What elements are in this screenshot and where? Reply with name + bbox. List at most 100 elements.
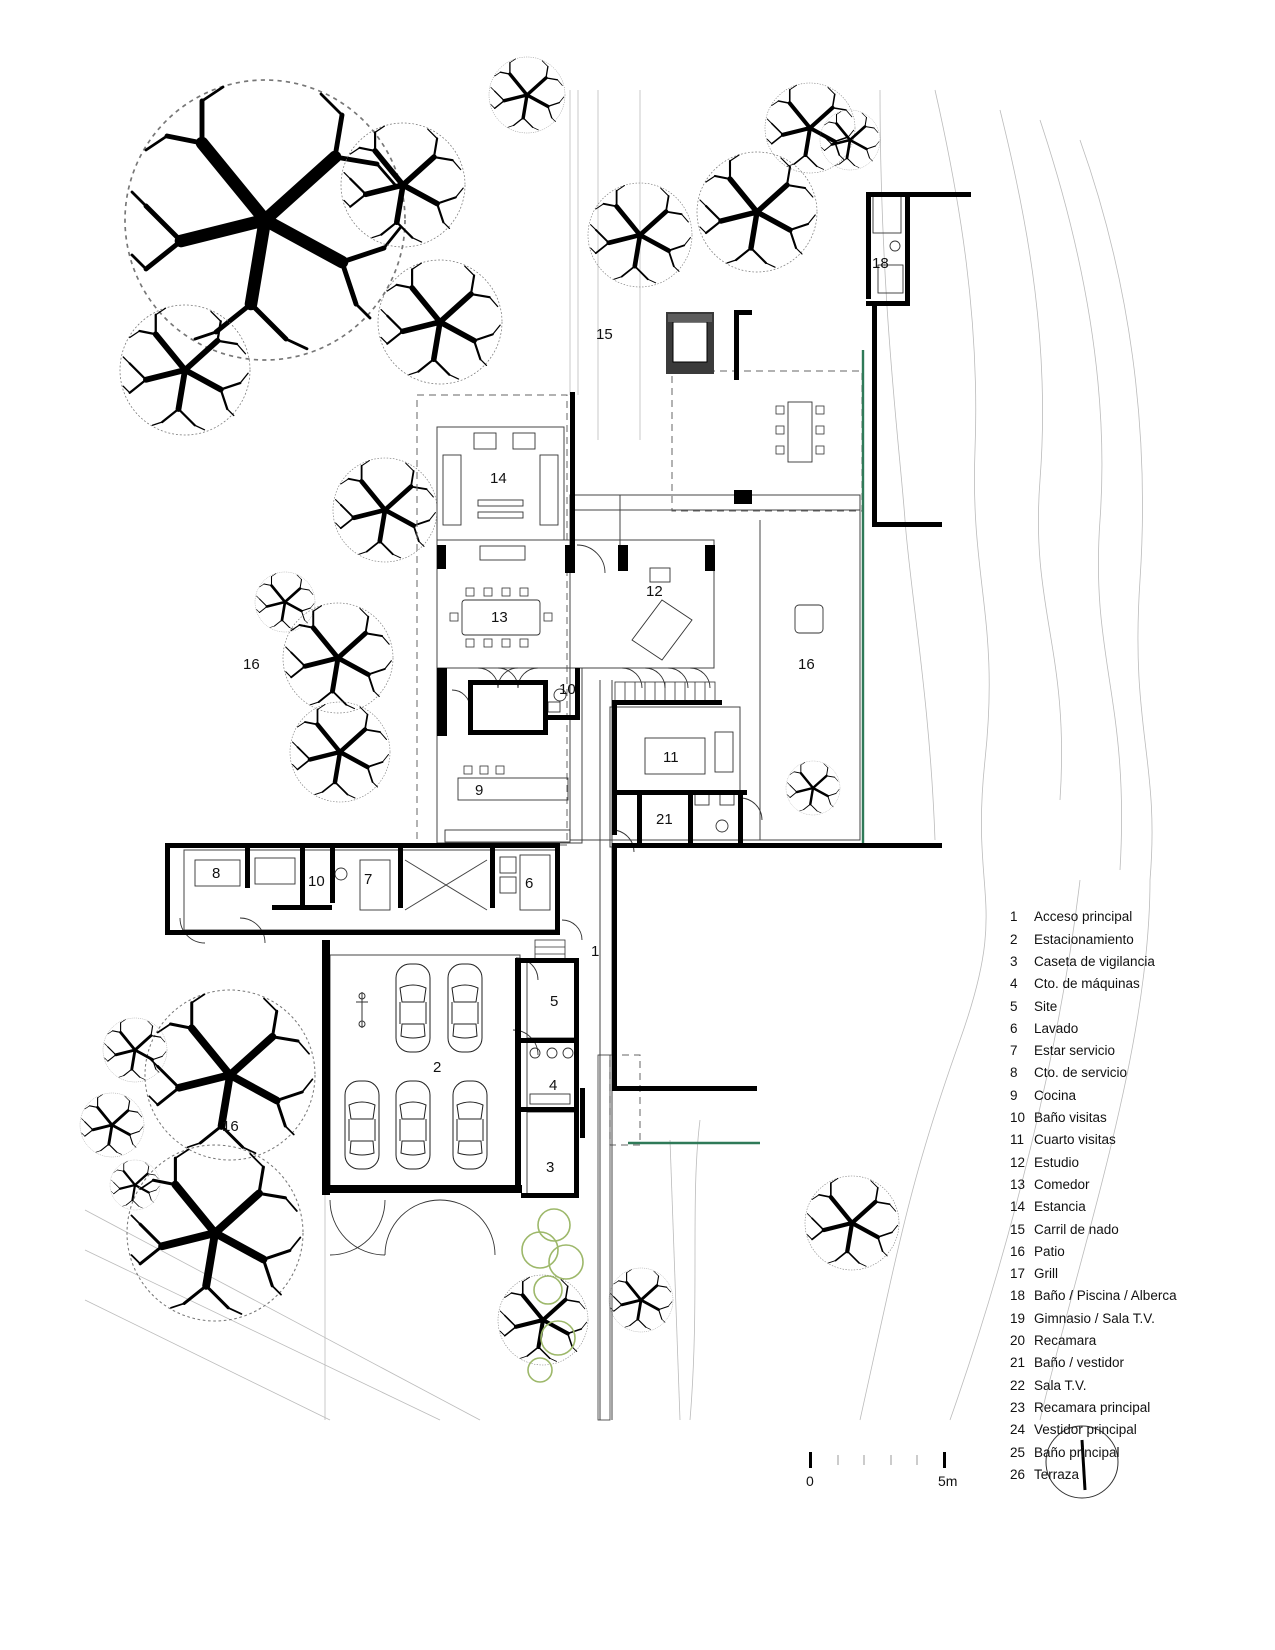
legend-item: 1 Acceso principal: [1010, 906, 1250, 928]
room-label-8: 8: [212, 865, 220, 882]
legend-number: 3: [1010, 953, 1018, 969]
shrubs: [521, 1208, 584, 1383]
legend-number: 22: [1010, 1377, 1026, 1393]
room-label-4: 4: [549, 1077, 557, 1094]
legend-label: Estancia: [1034, 1199, 1086, 1215]
room-label-2: 2: [433, 1059, 441, 1076]
room-label-1: 1: [591, 943, 599, 960]
room-label-16c: 16: [222, 1118, 239, 1135]
legend-item: 17 Grill: [1010, 1263, 1250, 1285]
legend-item: 25 Baño principal: [1010, 1441, 1250, 1463]
legend-label: Patio: [1034, 1243, 1065, 1259]
legend-label: Baño visitas: [1034, 1110, 1107, 1126]
legend-label: Estudio: [1034, 1154, 1080, 1170]
legend-label: Caseta de vigilancia: [1034, 953, 1155, 969]
pool-block: [666, 312, 714, 374]
legend-label: Cocina: [1034, 1087, 1077, 1103]
legend-label: Acceso principal: [1034, 909, 1133, 925]
room-label-15: 15: [596, 326, 613, 343]
room-label-14: 14: [490, 470, 507, 487]
room-label-18: 18: [872, 255, 889, 272]
legend-number: 12: [1010, 1154, 1026, 1170]
cars: [344, 963, 488, 1170]
door-swings: [179, 544, 763, 1256]
legend-label: Lavado: [1034, 1020, 1079, 1036]
legend-number: 13: [1010, 1176, 1026, 1192]
legend-label: Baño / Piscina / Alberca: [1034, 1288, 1177, 1304]
legend-label: Vestidor principal: [1034, 1422, 1137, 1438]
north-arrow-icon: [1045, 1425, 1119, 1499]
tree-canopies: [80, 57, 899, 1365]
legend-label: Cto. de servicio: [1034, 1065, 1128, 1081]
legend-item: 8 Cto. de servicio: [1010, 1062, 1250, 1084]
legend-number: 26: [1010, 1466, 1026, 1482]
legend-item: 15 Carril de nado: [1010, 1218, 1250, 1240]
room-label-10b: 10: [308, 873, 325, 890]
room-label-5: 5: [550, 993, 558, 1010]
legend-item: 18 Baño / Piscina / Alberca: [1010, 1285, 1250, 1307]
legend-number: 15: [1010, 1221, 1026, 1237]
legend-item: 13 Comedor: [1010, 1174, 1250, 1196]
legend-label: Recamara: [1034, 1333, 1097, 1349]
legend-number: 20: [1010, 1333, 1026, 1349]
legend-number: 2: [1010, 931, 1018, 947]
legend-number: 8: [1010, 1065, 1018, 1081]
legend-label: Comedor: [1034, 1176, 1090, 1192]
legend-number: 17: [1010, 1266, 1026, 1282]
legend-number: 6: [1010, 1020, 1018, 1036]
legend-item: 12 Estudio: [1010, 1151, 1250, 1173]
legend-label: Sala T.V.: [1034, 1377, 1087, 1393]
legend-label: Recamara principal: [1034, 1399, 1151, 1415]
legend-label: Grill: [1034, 1266, 1058, 1282]
room-label-21: 21: [656, 811, 673, 828]
roof-overhang-lines: [416, 370, 863, 1146]
room-label-16b: 16: [798, 656, 815, 673]
legend-label: Baño principal: [1034, 1444, 1120, 1460]
legend-number: 23: [1010, 1399, 1026, 1415]
legend-number: 18: [1010, 1288, 1026, 1304]
legend-number: 14: [1010, 1199, 1026, 1215]
legend-label: Baño / vestidor: [1034, 1355, 1125, 1371]
legend-item: 3 Caseta de vigilancia: [1010, 951, 1250, 973]
legend-item: 14 Estancia: [1010, 1196, 1250, 1218]
room-label-9: 9: [475, 782, 483, 799]
legend: 1 Acceso principal 2 Estacionamiento 3 Caseta…: [1010, 906, 1250, 1486]
legend-item: 20 Recamara: [1010, 1330, 1250, 1352]
legend-item: 9 Cocina: [1010, 1084, 1250, 1106]
legend-number: 1: [1010, 909, 1018, 925]
legend-label: Cto. de máquinas: [1034, 976, 1140, 992]
room-label-7: 7: [364, 871, 372, 888]
legend-number: 24: [1010, 1422, 1026, 1438]
legend-label: Gimnasio / Sala T.V.: [1034, 1310, 1155, 1326]
legend-number: 11: [1010, 1132, 1025, 1148]
room-labels: 1 2 3 4 5 6 7 8 9 10 10 11 12 13 14 15 1…: [212, 255, 889, 1176]
room-label-6: 6: [525, 875, 533, 892]
legend-item: 2 Estacionamiento: [1010, 928, 1250, 950]
walls: [165, 192, 971, 1198]
legend-number: 9: [1010, 1087, 1018, 1103]
legend-label: Cuarto visitas: [1034, 1132, 1116, 1148]
legend-label: Carril de nado: [1034, 1221, 1119, 1237]
legend-label: Estar servicio: [1034, 1043, 1116, 1059]
glass-railings: [628, 350, 865, 1145]
room-label-11: 11: [663, 749, 679, 766]
legend-number: 25: [1010, 1444, 1026, 1460]
scale-end-label: 5m: [938, 1473, 958, 1489]
legend-item: 11 Cuarto visitas: [1010, 1129, 1250, 1151]
legend-label: Estacionamiento: [1034, 931, 1134, 947]
legend-item: 6 Lavado: [1010, 1017, 1250, 1039]
room-label-3: 3: [546, 1159, 554, 1176]
legend-item: 7 Estar servicio: [1010, 1040, 1250, 1062]
legend-number: 19: [1010, 1310, 1026, 1326]
legend-item: 19 Gimnasio / Sala T.V.: [1010, 1307, 1250, 1329]
scale-start-label: 0: [806, 1473, 814, 1489]
legend-number: 7: [1010, 1043, 1018, 1059]
scale-bar: [809, 1452, 946, 1468]
